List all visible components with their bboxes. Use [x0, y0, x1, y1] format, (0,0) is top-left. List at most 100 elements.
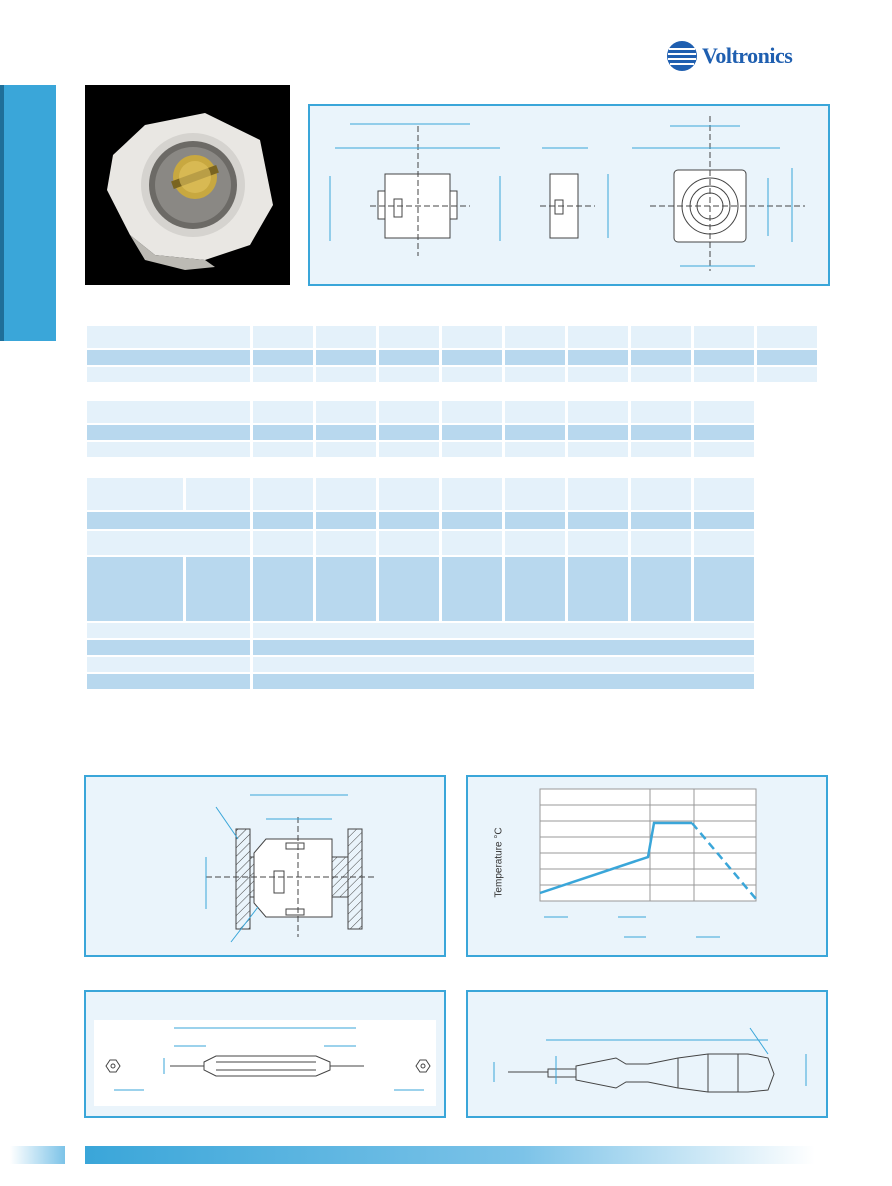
table-cell [442, 367, 502, 382]
table-cell [505, 512, 565, 529]
table-cell [379, 478, 439, 510]
dimension-drawings [329, 116, 805, 271]
table-cell [442, 350, 502, 365]
tape-drawing-area [94, 1020, 436, 1106]
tape-drawing [105, 1027, 431, 1091]
table-cell [186, 478, 250, 510]
mounting-drawing-panel [84, 775, 446, 957]
table-cell [253, 623, 754, 638]
table-cell [631, 425, 691, 440]
table-cell [757, 350, 817, 365]
table-cell [631, 557, 691, 621]
table-cell [757, 367, 817, 382]
table-cell [253, 367, 313, 382]
table-cell [694, 326, 754, 348]
table-row [87, 326, 817, 348]
table-cell [379, 350, 439, 365]
table-cell [253, 640, 754, 655]
table-cell [316, 557, 376, 621]
spec-table-3 [84, 476, 757, 691]
table-cell [631, 442, 691, 457]
table-cell [631, 478, 691, 510]
table-row [87, 401, 754, 423]
table-row [87, 442, 754, 457]
table-cell [316, 326, 376, 348]
table-cell [631, 531, 691, 555]
table-cell [631, 367, 691, 382]
table-cell [87, 623, 250, 638]
table-cell [757, 326, 817, 348]
table-cell [253, 512, 313, 529]
table-cell [87, 350, 250, 365]
table-cell [87, 442, 250, 457]
table-cell [316, 442, 376, 457]
table-cell [379, 531, 439, 555]
table-cell [316, 425, 376, 440]
table-cell [505, 401, 565, 423]
table-cell [505, 531, 565, 555]
table-cell [505, 367, 565, 382]
product-photo [85, 85, 290, 285]
table-cell [379, 326, 439, 348]
table-cell [568, 442, 628, 457]
table-cell [379, 557, 439, 621]
table-cell [694, 442, 754, 457]
table-cell [253, 557, 313, 621]
table-cell [87, 531, 250, 555]
table-cell [253, 478, 313, 510]
table-row [87, 512, 754, 529]
table-cell [694, 350, 754, 365]
table-cell [631, 350, 691, 365]
table-cell [568, 367, 628, 382]
table-row [87, 657, 754, 672]
spec-table-1 [84, 324, 820, 384]
table-cell [568, 326, 628, 348]
table-cell [442, 425, 502, 440]
table-cell [442, 326, 502, 348]
table-cell [253, 326, 313, 348]
table-cell [568, 350, 628, 365]
table-cell [87, 478, 183, 510]
table-cell [694, 531, 754, 555]
table-cell [316, 401, 376, 423]
footer-bar [85, 1146, 815, 1164]
table-cell [442, 442, 502, 457]
table-cell [379, 512, 439, 529]
table-cell [87, 367, 250, 382]
table-cell [568, 557, 628, 621]
trimmer-photo-image [85, 85, 290, 285]
table-cell [253, 531, 313, 555]
table-cell [694, 425, 754, 440]
table-cell [253, 674, 754, 689]
table-row [87, 367, 817, 382]
table-cell [694, 401, 754, 423]
table-row [87, 350, 817, 365]
table-cell [442, 512, 502, 529]
table-cell [379, 367, 439, 382]
footer-bar-left [10, 1146, 65, 1164]
table-cell [631, 401, 691, 423]
tape-drawing-panel [84, 990, 446, 1118]
dimension-drawing-panel [308, 104, 830, 286]
table-cell [379, 425, 439, 440]
table-cell [316, 367, 376, 382]
sidebar-tab-edge [0, 85, 4, 341]
reflow-chart-panel: Temperature °C [466, 775, 828, 957]
globe-logo-icon [667, 41, 697, 71]
table-cell [442, 557, 502, 621]
sidebar-tab [0, 85, 56, 341]
table-row [87, 531, 754, 555]
table-cell [694, 478, 754, 510]
table-cell [87, 557, 183, 621]
table-cell [694, 367, 754, 382]
mounting-drawing [205, 794, 376, 943]
table-cell [505, 425, 565, 440]
table-cell [186, 557, 250, 621]
table-cell [505, 350, 565, 365]
reflow-chart-ylabel: Temperature °C [493, 827, 505, 898]
screwdriver-drawing-panel [466, 990, 828, 1118]
table-cell [253, 425, 313, 440]
table-cell [87, 326, 250, 348]
table-cell [568, 401, 628, 423]
table-cell [253, 401, 313, 423]
